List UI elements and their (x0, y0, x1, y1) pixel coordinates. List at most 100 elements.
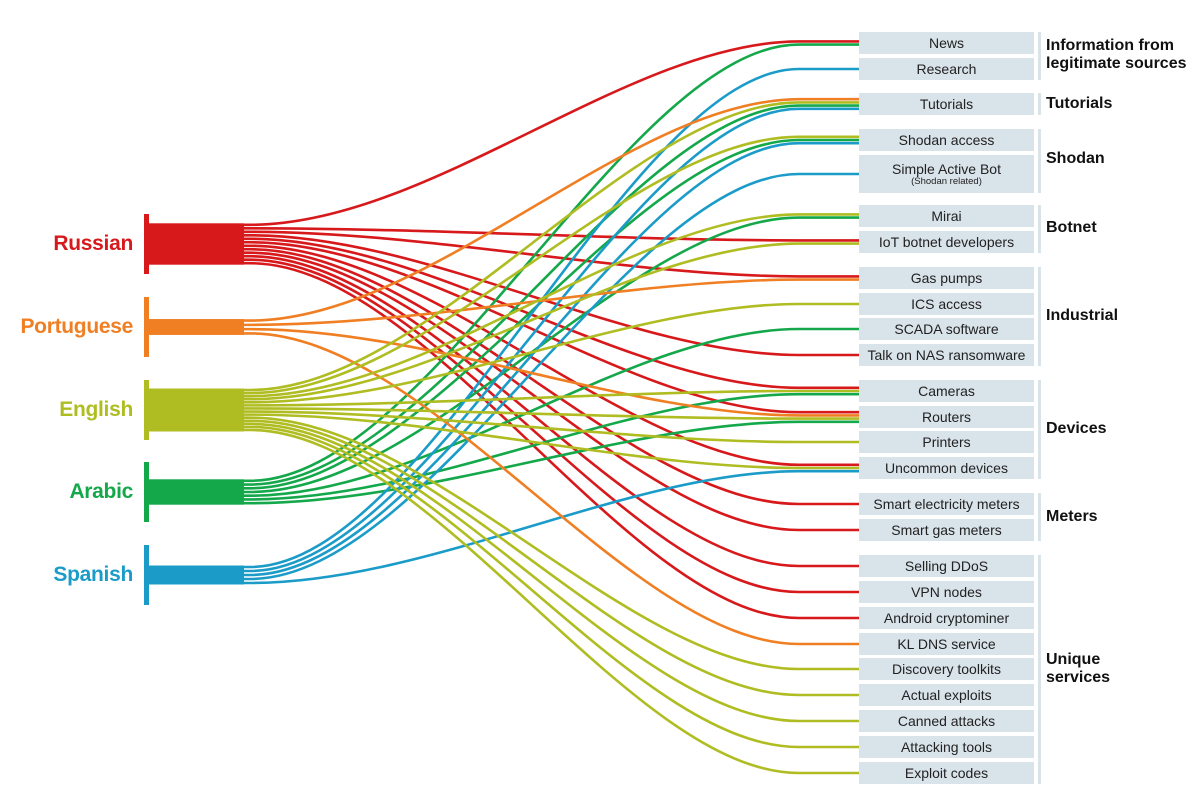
target-discovery-toolkits: Discovery toolkits (859, 658, 1034, 680)
link-spanish-to-uncommon-devices (149, 469, 859, 585)
link-spanish-to-shodan-access (149, 141, 859, 577)
group-bracket-devices (1038, 380, 1041, 479)
target-android-cryptominer: Android cryptominer (859, 607, 1034, 629)
target-label: Simple Active Bot (892, 160, 1001, 177)
bundle-spanish (149, 565, 244, 585)
target-label: Gas pumps (910, 269, 983, 286)
group-bracket-information (1038, 32, 1041, 80)
source-bar-spanish (144, 545, 149, 605)
bundle-portuguese (149, 319, 244, 335)
target-sublabel: (Shodan related) (911, 175, 982, 187)
target-simple-active-bot: Simple Active Bot (Shodan related) (859, 155, 1034, 193)
target-label: Exploit codes (904, 764, 989, 781)
target-ics-access: ICS access (859, 293, 1034, 315)
link-portuguese-to-tutorials (149, 97, 859, 322)
source-bar-portuguese (144, 297, 149, 357)
link-english-to-tutorials (149, 101, 859, 392)
link-arabic-to-mirai (149, 216, 859, 494)
bundle-arabic (149, 479, 244, 505)
target-label: Android cryptominer (883, 609, 1010, 626)
target-canned-attacks: Canned attacks (859, 710, 1034, 732)
link-russian-to-news (149, 40, 859, 227)
group-label-tutorials: Tutorials (1046, 95, 1113, 112)
target-kl-dns-service: KL DNS service (859, 633, 1034, 655)
target-vpn-nodes: VPN nodes (859, 581, 1034, 603)
link-arabic-to-shodan-access (149, 138, 859, 490)
group-label-industrial: Industrial (1046, 307, 1119, 324)
source-bar-english (144, 380, 149, 440)
link-portuguese-to-kl-dns-service (149, 332, 859, 646)
target-label: SCADA software (894, 320, 999, 337)
group-bracket-meters (1038, 493, 1041, 541)
source-label-spanish: Spanish (53, 563, 133, 586)
target-label: Actual exploits (901, 686, 992, 703)
target-news: News (859, 32, 1034, 54)
target-label: KL DNS service (897, 635, 996, 652)
target-smart-electricity-meters: Smart electricity meters (859, 493, 1034, 515)
bundle-english (149, 388, 244, 432)
target-label: Discovery toolkits (892, 660, 1001, 677)
group-label-shodan: Shodan (1046, 150, 1105, 167)
target-label: Talk on NAS ransomware (867, 346, 1026, 363)
target-label: VPN nodes (911, 583, 982, 600)
target-shodan-access: Shodan access (859, 129, 1034, 151)
source-bar-russian (144, 214, 149, 274)
link-english-to-actual-exploits (149, 419, 859, 697)
target-label: Research (916, 60, 977, 77)
target-label: Smart electricity meters (873, 495, 1020, 512)
target-label: Tutorials (919, 95, 974, 112)
group-label-information: Information from legitimate sources (1046, 37, 1187, 72)
link-portuguese-to-gas-pumps (149, 278, 859, 327)
group-bracket-unique (1038, 555, 1041, 784)
target-label: News (928, 34, 964, 51)
target-mirai: Mirai (859, 205, 1034, 227)
target-uncommon-devices: Uncommon devices (859, 457, 1034, 479)
source-label-english: English (59, 398, 133, 421)
flow-links (149, 40, 859, 775)
link-english-to-printers (149, 410, 859, 444)
target-label: Routers (921, 408, 972, 425)
link-english-to-uncommon-devices (149, 413, 859, 470)
group-bracket-tutorials (1038, 93, 1041, 115)
link-arabic-to-cameras (149, 392, 859, 501)
target-exploit-codes: Exploit codes (859, 762, 1034, 784)
link-russian-to-routers (149, 240, 859, 414)
link-english-to-mirai (149, 213, 859, 398)
target-research: Research (859, 58, 1034, 80)
link-english-to-discovery-toolkits (149, 416, 859, 671)
bundle-russian (149, 223, 244, 265)
link-russian-to-iot-botnet-developers (149, 226, 859, 242)
link-english-to-attacking-tools (149, 425, 859, 749)
link-portuguese-to-routers (149, 327, 859, 417)
link-russian-to-uncommon-devices (149, 244, 859, 467)
group-label-unique: Unique services (1046, 651, 1111, 686)
group-bracket-botnet (1038, 205, 1041, 253)
target-routers: Routers (859, 406, 1034, 428)
target-attacking-tools: Attacking tools (859, 736, 1034, 758)
source-label-arabic: Arabic (69, 480, 133, 503)
source-bar-arabic (144, 462, 149, 522)
target-label: ICS access (911, 295, 982, 312)
target-label: Canned attacks (897, 712, 996, 729)
link-english-to-routers (149, 407, 859, 420)
target-label: Attacking tools (900, 738, 993, 755)
target-label: IoT botnet developers (878, 233, 1015, 250)
group-bracket-shodan (1038, 129, 1041, 193)
target-label: Mirai (931, 207, 962, 224)
link-english-to-iot-botnet-developers (149, 242, 859, 401)
target-actual-exploits: Actual exploits (859, 684, 1034, 706)
group-label-botnet: Botnet (1046, 219, 1097, 236)
link-english-to-ics-access (149, 302, 859, 404)
target-label: Selling DDoS (904, 557, 989, 574)
link-english-to-exploit-codes (149, 428, 859, 775)
link-english-to-shodan-access (149, 135, 859, 395)
target-tutorials: Tutorials (859, 93, 1034, 115)
link-russian-to-gas-pumps (149, 230, 859, 278)
target-cameras: Cameras (859, 380, 1034, 402)
target-talk-on-nas-ransomware: Talk on NAS ransomware (859, 344, 1034, 366)
link-english-to-canned-attacks (149, 422, 859, 723)
target-label: Shodan access (898, 131, 995, 148)
target-scada-software: SCADA software (859, 318, 1034, 340)
target-label: Cameras (918, 382, 975, 399)
